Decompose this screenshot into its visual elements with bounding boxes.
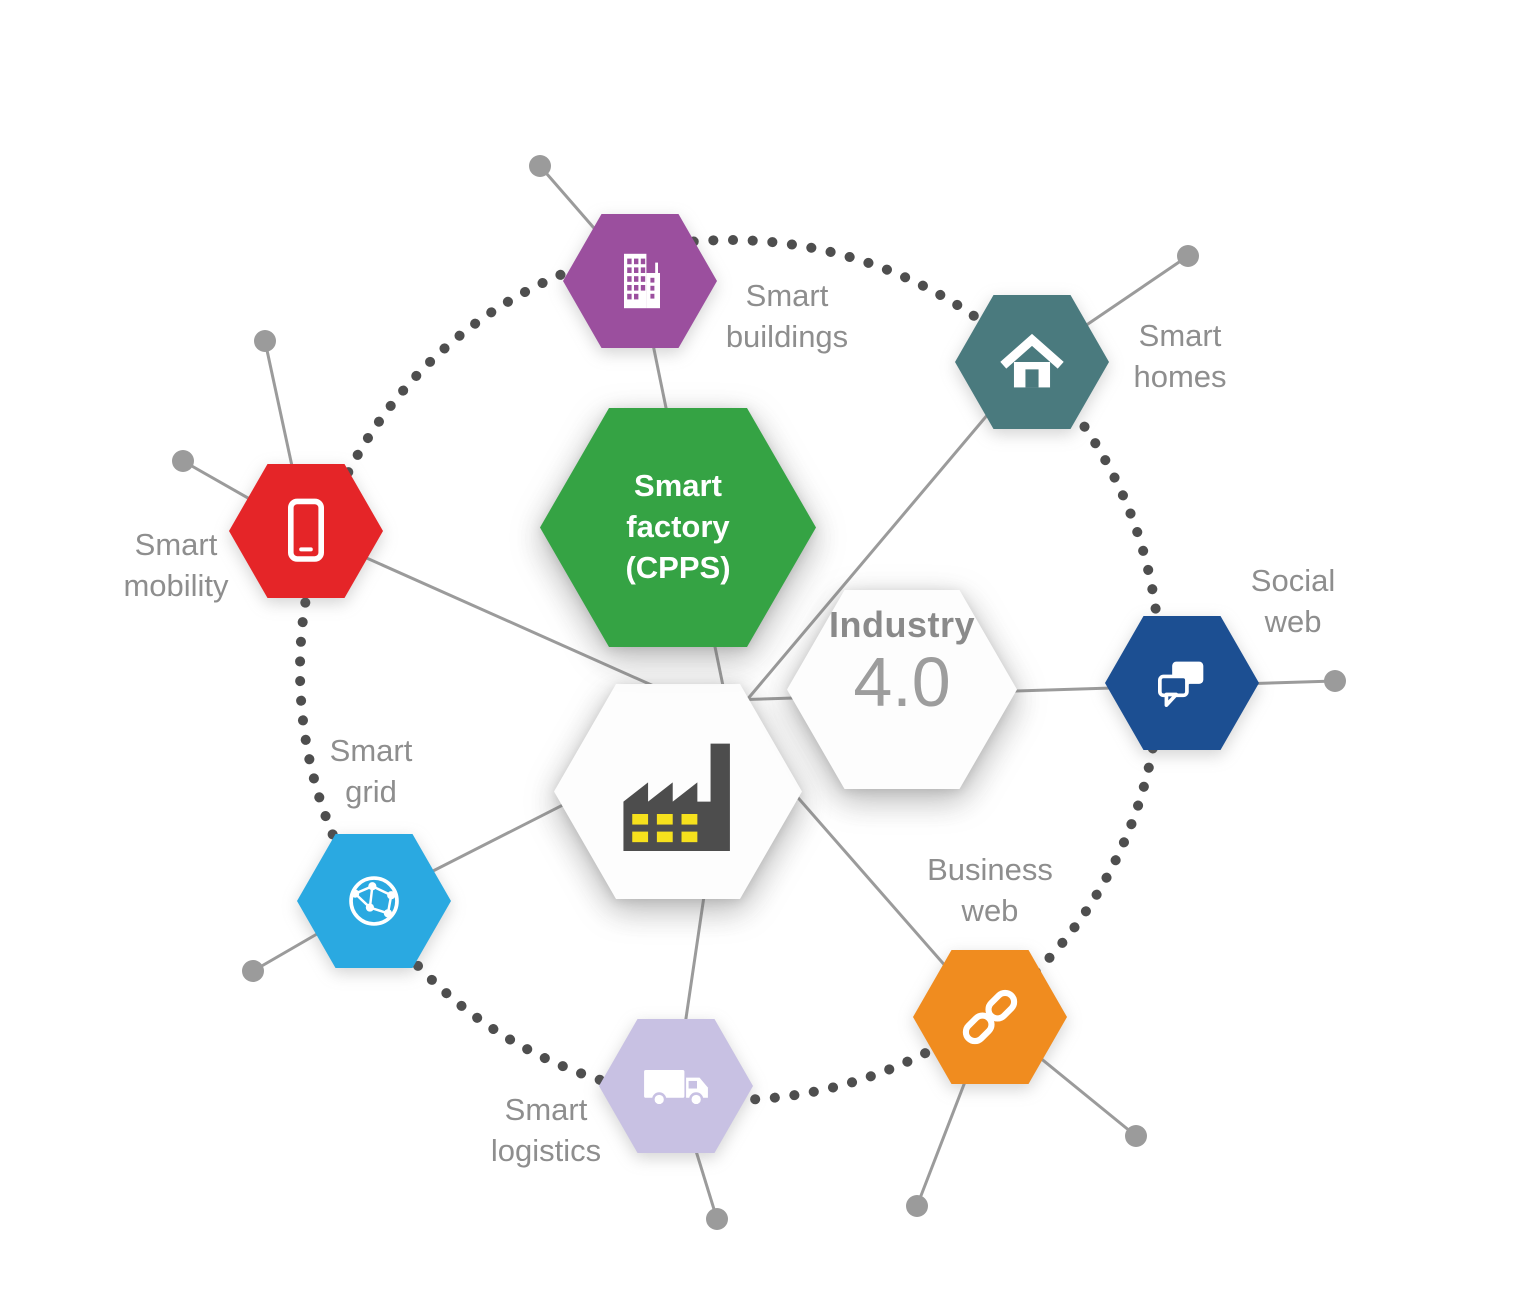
business-web-label: Business web <box>927 852 1053 928</box>
network-globe-icon <box>349 876 399 926</box>
social-web-hexagon <box>1105 616 1259 750</box>
industry-label: Industry <box>828 603 975 645</box>
home-icon <box>1000 333 1064 388</box>
building-icon <box>624 253 660 309</box>
smartphone-icon <box>288 498 324 562</box>
smart-mobility-hexagon <box>229 464 383 598</box>
smart-logistics-hexagon <box>599 1019 753 1153</box>
smart-grid-label: Smart grid <box>329 733 413 809</box>
smart-homes-hexagon <box>955 295 1109 429</box>
social-web-label: Social web <box>1250 563 1336 639</box>
industry-hexagon: Industry 4.0 <box>787 590 1017 789</box>
smart-buildings-hexagon <box>563 214 717 348</box>
smart-factory-hexagon: Smart factory (CPPS) <box>540 408 816 647</box>
smart-grid-hexagon <box>297 834 451 968</box>
factory-hexagon <box>554 684 802 899</box>
smart-homes-label: Smart homes <box>1133 318 1227 394</box>
smart-logistics-label: Smart logistics <box>490 1092 602 1168</box>
smart-mobility-label: Smart mobility <box>123 527 229 603</box>
business-web-hexagon <box>913 950 1067 1084</box>
factory-icon <box>623 743 730 851</box>
factory-windows <box>632 813 698 842</box>
truck-icon <box>644 1070 708 1107</box>
chat-bubbles-icon <box>1158 661 1204 707</box>
endpoint-dots <box>172 155 1346 1230</box>
chain-link-icon <box>962 989 1018 1045</box>
smart-factory-label: Smart factory (CPPS) <box>625 468 731 585</box>
industry-version: 4.0 <box>853 642 951 721</box>
smart-buildings-label: Smart buildings <box>725 278 849 354</box>
